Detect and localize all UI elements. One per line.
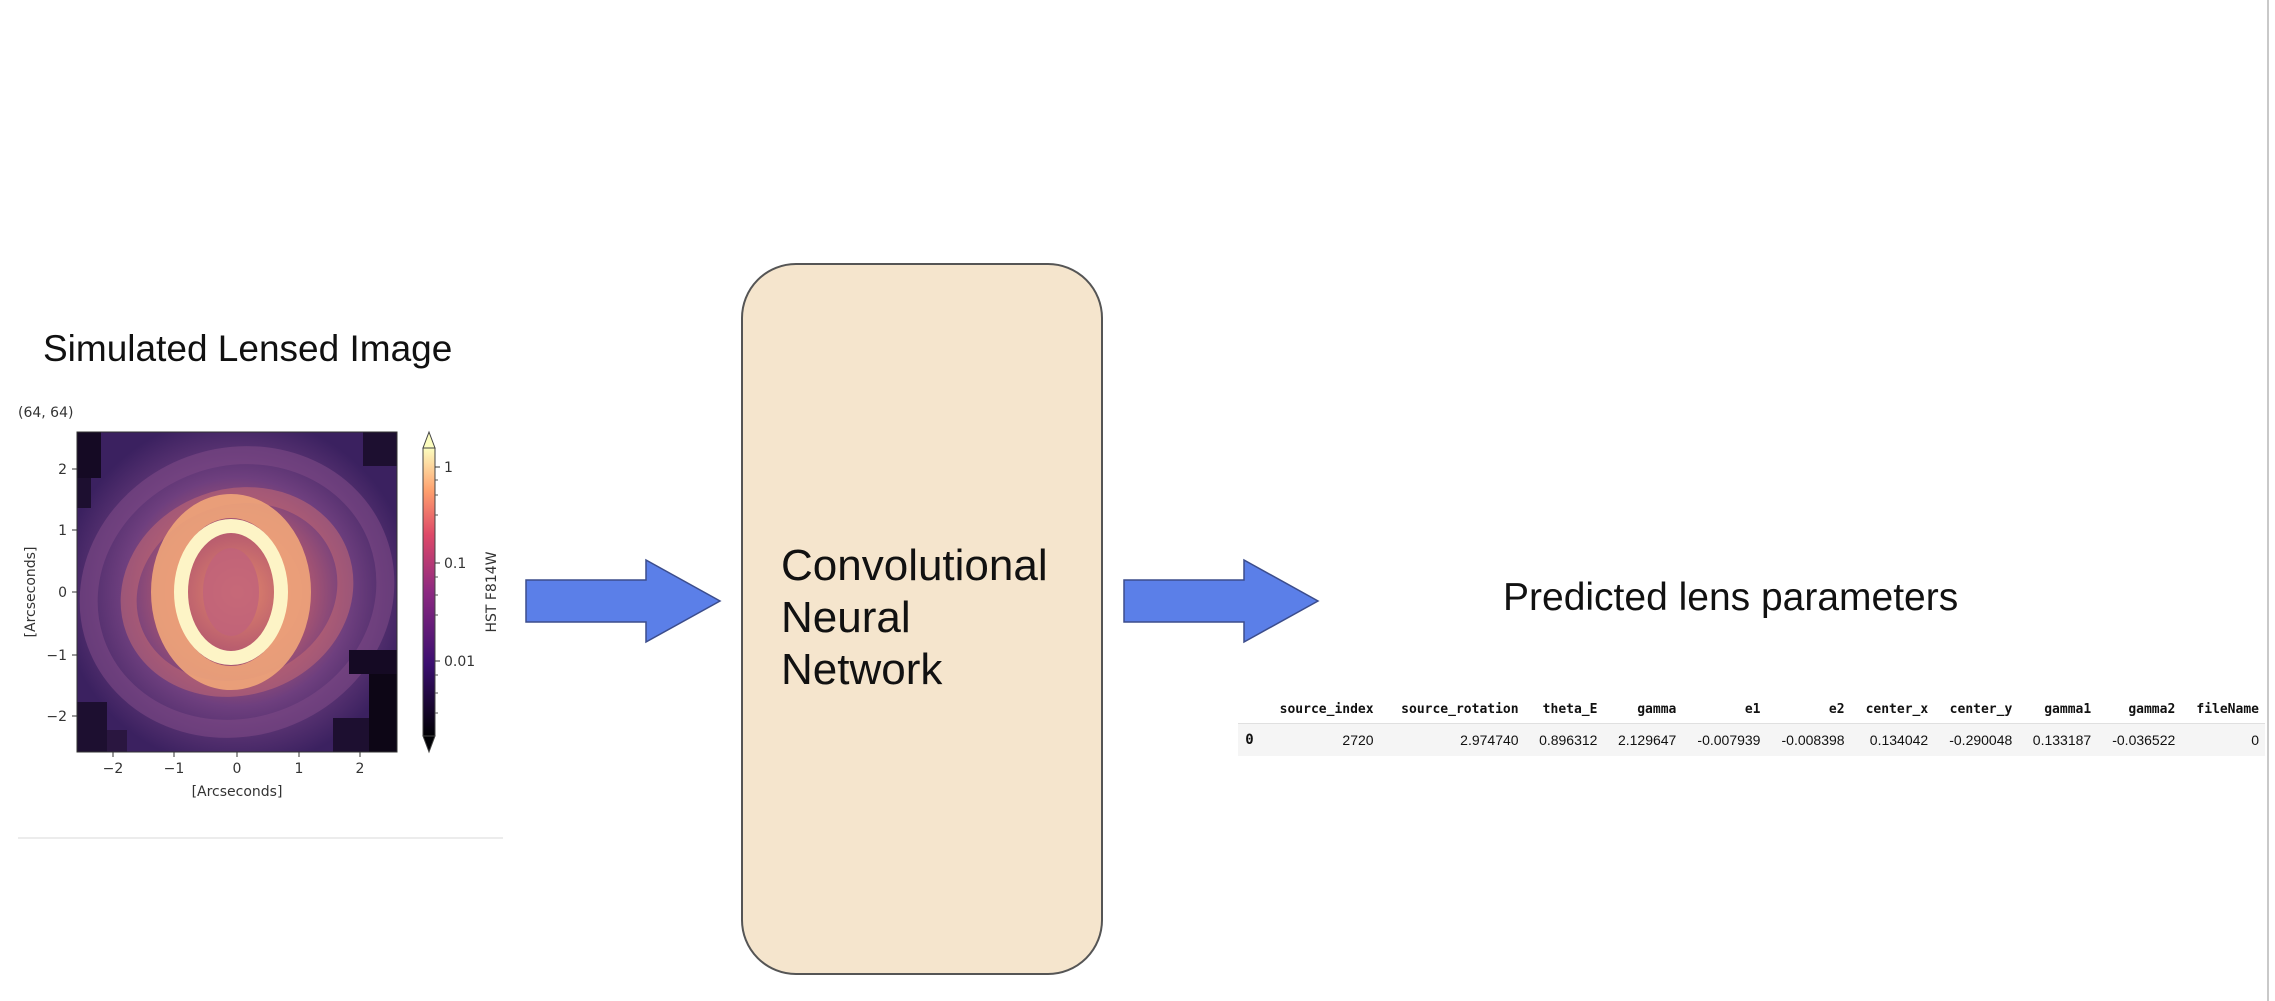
colorbar-label: HST F814W bbox=[484, 551, 500, 632]
column-header: source_rotation bbox=[1401, 702, 1519, 717]
table-cell: 0 bbox=[2251, 732, 2259, 748]
x-axis-label: [Arcseconds] bbox=[192, 784, 283, 800]
colorbar-tick-label: 0.01 bbox=[444, 654, 475, 670]
window-scrollbar[interactable] bbox=[2267, 0, 2269, 1001]
colorbar: 1 0.1 0.01 HST F814W bbox=[422, 430, 500, 754]
x-axis: −2 −1 0 1 2 [Arcseconds] bbox=[103, 752, 365, 800]
column-header: e2 bbox=[1828, 702, 1845, 717]
y-tick-label: −2 bbox=[46, 709, 67, 725]
table-cell: 2.129647 bbox=[1617, 732, 1677, 748]
column-header bbox=[1238, 694, 1261, 724]
colorbar-tick-label: 1 bbox=[444, 460, 453, 476]
column-header: center_x bbox=[1865, 702, 1929, 717]
column-header: gamma bbox=[1637, 702, 1677, 717]
output-cell-divider bbox=[18, 837, 503, 839]
lensed-image-figure: (64, 64) −2 −1 0 1 bbox=[18, 405, 503, 841]
table-header-row: source_index source_rotation theta_E gam… bbox=[1238, 694, 2265, 724]
x-tick-label: −2 bbox=[103, 761, 124, 777]
lensed-image bbox=[77, 432, 397, 752]
table-cell: -0.290048 bbox=[1949, 732, 2013, 748]
y-tick-label: −1 bbox=[46, 648, 67, 664]
input-title: Simulated Lensed Image bbox=[43, 328, 453, 369]
table-cell: -0.007939 bbox=[1697, 732, 1761, 748]
cnn-block bbox=[741, 263, 1103, 975]
x-tick-label: 0 bbox=[233, 761, 242, 777]
y-axis-label: [Arcseconds] bbox=[23, 547, 39, 638]
column-header: fileName bbox=[2196, 702, 2259, 717]
column-header: theta_E bbox=[1542, 702, 1598, 717]
arrow-right-icon bbox=[525, 558, 722, 644]
arrow-right-icon bbox=[1123, 558, 1320, 644]
table-cell: -0.008398 bbox=[1781, 732, 1845, 748]
y-tick-label: 2 bbox=[58, 462, 67, 478]
cnn-label: Convolutional Neural Network bbox=[781, 541, 1048, 694]
output-title: Predicted lens parameters bbox=[1503, 576, 1959, 619]
table-cell: 0.896312 bbox=[1539, 732, 1598, 748]
table-cell: 0.134042 bbox=[1869, 732, 1929, 748]
table-cell: 2.974740 bbox=[1460, 732, 1519, 748]
table-cell: 2720 bbox=[1342, 732, 1374, 748]
column-header: gamma2 bbox=[2128, 702, 2176, 717]
column-header: source_index bbox=[1279, 702, 1374, 717]
parameters-table: source_index source_rotation theta_E gam… bbox=[1238, 694, 2265, 756]
table-row: 0 2720 2.974740 0.896312 2.129647 -0.007… bbox=[1238, 723, 2265, 756]
table-cell: -0.036522 bbox=[2112, 732, 2176, 748]
y-tick-label: 0 bbox=[58, 585, 67, 601]
x-tick-label: 2 bbox=[356, 761, 365, 777]
column-header: gamma1 bbox=[2044, 702, 2092, 717]
column-header: center_y bbox=[1949, 702, 2013, 717]
x-tick-label: 1 bbox=[295, 761, 304, 777]
column-header: e1 bbox=[1744, 702, 1761, 717]
table-cell: 0.133187 bbox=[2032, 732, 2092, 748]
row-index: 0 bbox=[1245, 732, 1254, 748]
colorbar-tick-label: 0.1 bbox=[444, 556, 466, 572]
y-axis: 2 1 0 −1 −2 [Arcseconds] bbox=[23, 462, 77, 725]
x-tick-label: −1 bbox=[164, 761, 185, 777]
shape-label: (64, 64) bbox=[18, 405, 73, 421]
y-tick-label: 1 bbox=[58, 523, 67, 539]
